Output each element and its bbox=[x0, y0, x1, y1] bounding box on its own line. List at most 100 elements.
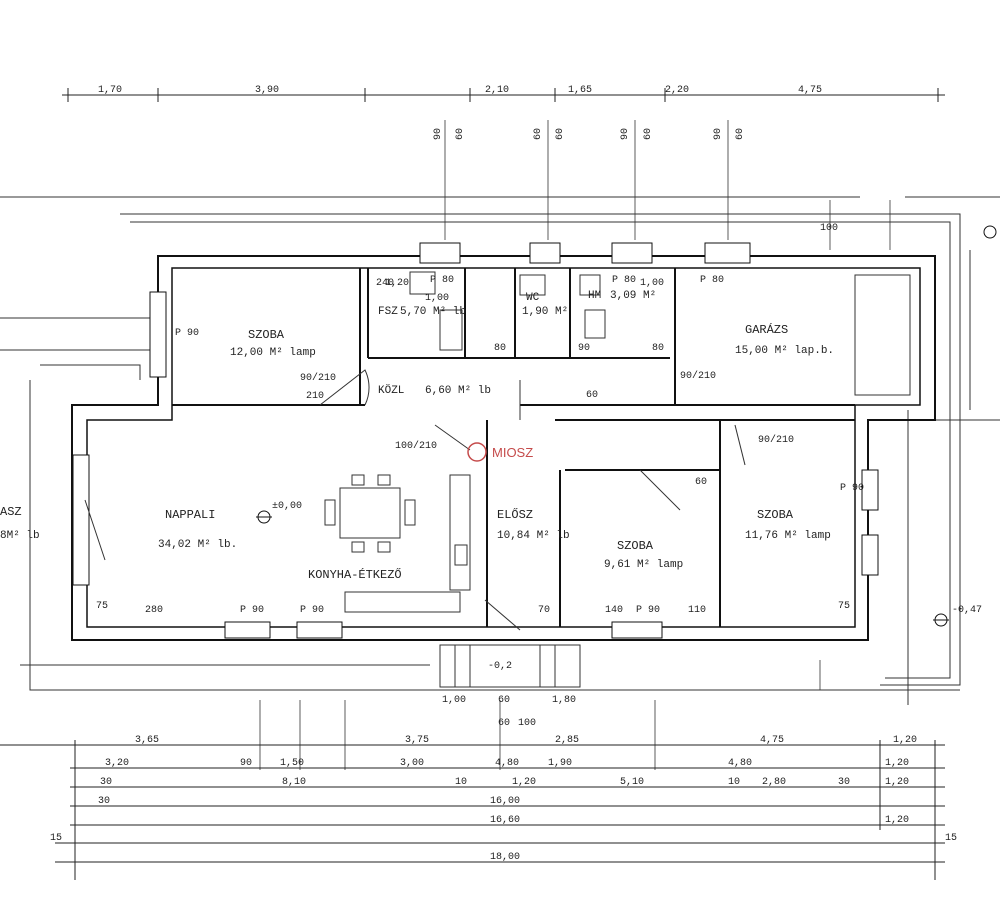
top-dimension-texts: 1,70 3,90 2,10 1,65 2,20 4,75 bbox=[98, 85, 822, 96]
dimension-label: 60 bbox=[695, 477, 707, 488]
room-hm-name: HM bbox=[588, 290, 601, 302]
leader-lines bbox=[259, 120, 891, 770]
dimension-label: 240 bbox=[376, 278, 394, 289]
door-label: P 90 bbox=[175, 328, 199, 339]
room-nappali-area: 34,02 M² lb. bbox=[158, 539, 237, 551]
dimension-label: 100 bbox=[518, 718, 536, 729]
room-bath-area: 5,70 M² lb bbox=[400, 306, 466, 318]
level-main: ±0,00 bbox=[272, 501, 302, 512]
dimension-label: 60 bbox=[586, 390, 598, 401]
bottom-side-4: 15 bbox=[945, 833, 957, 844]
bottom-row1-3: 2,85 bbox=[555, 735, 579, 746]
dimension-label: 60 bbox=[498, 695, 510, 706]
bottom-row3-6: 10 bbox=[728, 777, 740, 788]
window-height-label: 60 bbox=[735, 128, 746, 140]
bottom-row3-9: 1,20 bbox=[885, 777, 909, 788]
room-terasz-area: 8M² lb bbox=[0, 530, 40, 542]
room-labels: SZOBA 12,00 M² lamp FSZ 5,70 M² lb WC 1,… bbox=[0, 290, 834, 582]
room-szoba-1-area: 12,00 M² lamp bbox=[230, 347, 316, 359]
dimension-label: 100/210 bbox=[395, 440, 437, 452]
top-dim-4: 1,65 bbox=[568, 85, 592, 96]
window-height-label: 60 bbox=[643, 128, 654, 140]
bottom-row3-3: 10 bbox=[455, 777, 467, 788]
window-height-label: 60 bbox=[533, 128, 544, 140]
watermark: MIOSZ bbox=[467, 442, 533, 462]
bottom-row1-2: 3,75 bbox=[405, 735, 429, 746]
level-outside: -0,47 bbox=[952, 605, 982, 616]
room-kozl-name: KÖZL bbox=[378, 384, 404, 397]
room-konyha-name: KONYHA-ÉTKEZŐ bbox=[308, 567, 402, 582]
room-wc-area: 1,90 M² bbox=[522, 306, 568, 318]
room-eloter-name: ELŐSZ bbox=[497, 507, 533, 522]
dimension-label: 75 bbox=[838, 601, 850, 612]
door-label: P 90 bbox=[300, 605, 324, 616]
dimension-label: 210 bbox=[306, 391, 324, 402]
bottom-row3-1: 30 bbox=[100, 777, 112, 788]
bottom-side-2: 15 bbox=[50, 833, 62, 844]
dining-table bbox=[324, 474, 416, 553]
dimension-label: 100 bbox=[820, 223, 838, 234]
bottom-row3-4: 1,20 bbox=[512, 777, 536, 788]
bottom-row3-7: 2,80 bbox=[762, 777, 786, 788]
top-dim-6: 4,75 bbox=[798, 85, 822, 96]
bottom-row2-8: 1,20 bbox=[885, 758, 909, 769]
bottom-row2-1: 3,20 bbox=[105, 758, 129, 769]
window-height-label: 60 bbox=[455, 128, 466, 140]
bottom-row2-7: 4,80 bbox=[728, 758, 752, 769]
dimension-label: 280 bbox=[145, 605, 163, 616]
room-terasz-name: ASZ bbox=[0, 505, 22, 519]
bottom-total-3: 18,00 bbox=[490, 852, 520, 863]
bottom-side-1: 30 bbox=[98, 796, 110, 807]
dimension-label: 90 bbox=[578, 343, 590, 354]
bottom-row3-5: 5,10 bbox=[620, 777, 644, 788]
level-markers bbox=[256, 225, 997, 627]
room-nappali-name: NAPPALI bbox=[165, 508, 215, 522]
dimension-label: 110 bbox=[688, 605, 706, 616]
door-label: P 80 bbox=[700, 275, 724, 286]
dimension-label: 1,00 bbox=[442, 695, 466, 706]
dimension-label: 1,00 bbox=[640, 278, 664, 289]
top-dim-5: 2,20 bbox=[665, 85, 689, 96]
windows bbox=[72, 242, 879, 639]
room-szoba-1-name: SZOBA bbox=[248, 328, 285, 342]
door-label: P 90 bbox=[240, 605, 264, 616]
kitchen-counter bbox=[344, 474, 471, 613]
door-label: P 80 bbox=[612, 275, 636, 286]
window-height-label: 90 bbox=[620, 128, 631, 140]
door-label: P 90 bbox=[840, 483, 864, 494]
window-height-label: 90 bbox=[433, 128, 444, 140]
dimension-label: 1,80 bbox=[552, 695, 576, 706]
room-garazs-name: GARÁZS bbox=[745, 322, 788, 337]
bottom-row1-1: 3,65 bbox=[135, 735, 159, 746]
bottom-total-1: 16,00 bbox=[490, 796, 520, 807]
watermark-text: MIOSZ bbox=[492, 445, 533, 460]
bottom-dimension-lines bbox=[0, 740, 945, 880]
dimension-label: 1,00 bbox=[425, 293, 449, 304]
door-label: P 90 bbox=[636, 605, 660, 616]
window-height-label: 90 bbox=[713, 128, 724, 140]
dimension-label: 75 bbox=[96, 601, 108, 612]
building-walls bbox=[71, 255, 936, 641]
room-szoba-2-area: 9,61 M² lamp bbox=[604, 559, 683, 571]
dimension-label: 1,20 bbox=[385, 278, 409, 289]
room-eloter-area: 10,84 M² lb bbox=[497, 530, 570, 542]
room-kozl-area: 6,60 M² lb bbox=[425, 385, 491, 397]
dimension-label: 80 bbox=[494, 343, 506, 354]
room-szoba-3-name: SZOBA bbox=[757, 508, 794, 522]
dimension-label: 140 bbox=[605, 605, 623, 616]
entrance-steps bbox=[439, 644, 581, 688]
bottom-row3-8: 30 bbox=[838, 777, 850, 788]
door-swings bbox=[84, 369, 746, 631]
bottom-row1-4: 4,75 bbox=[760, 735, 784, 746]
top-dim-2: 3,90 bbox=[255, 85, 279, 96]
door-label: P 80 bbox=[430, 275, 454, 286]
room-szoba-2-name: SZOBA bbox=[617, 539, 654, 553]
top-dim-3: 2,10 bbox=[485, 85, 509, 96]
bottom-row2-5: 4,80 bbox=[495, 758, 519, 769]
bottom-row3-2: 8,10 bbox=[282, 777, 306, 788]
bottom-row2-2: 90 bbox=[240, 758, 252, 769]
top-dimension-line bbox=[62, 88, 945, 102]
bottom-row1-5: 1,20 bbox=[893, 735, 917, 746]
room-garazs-area: 15,00 M² lap.b. bbox=[735, 345, 834, 357]
